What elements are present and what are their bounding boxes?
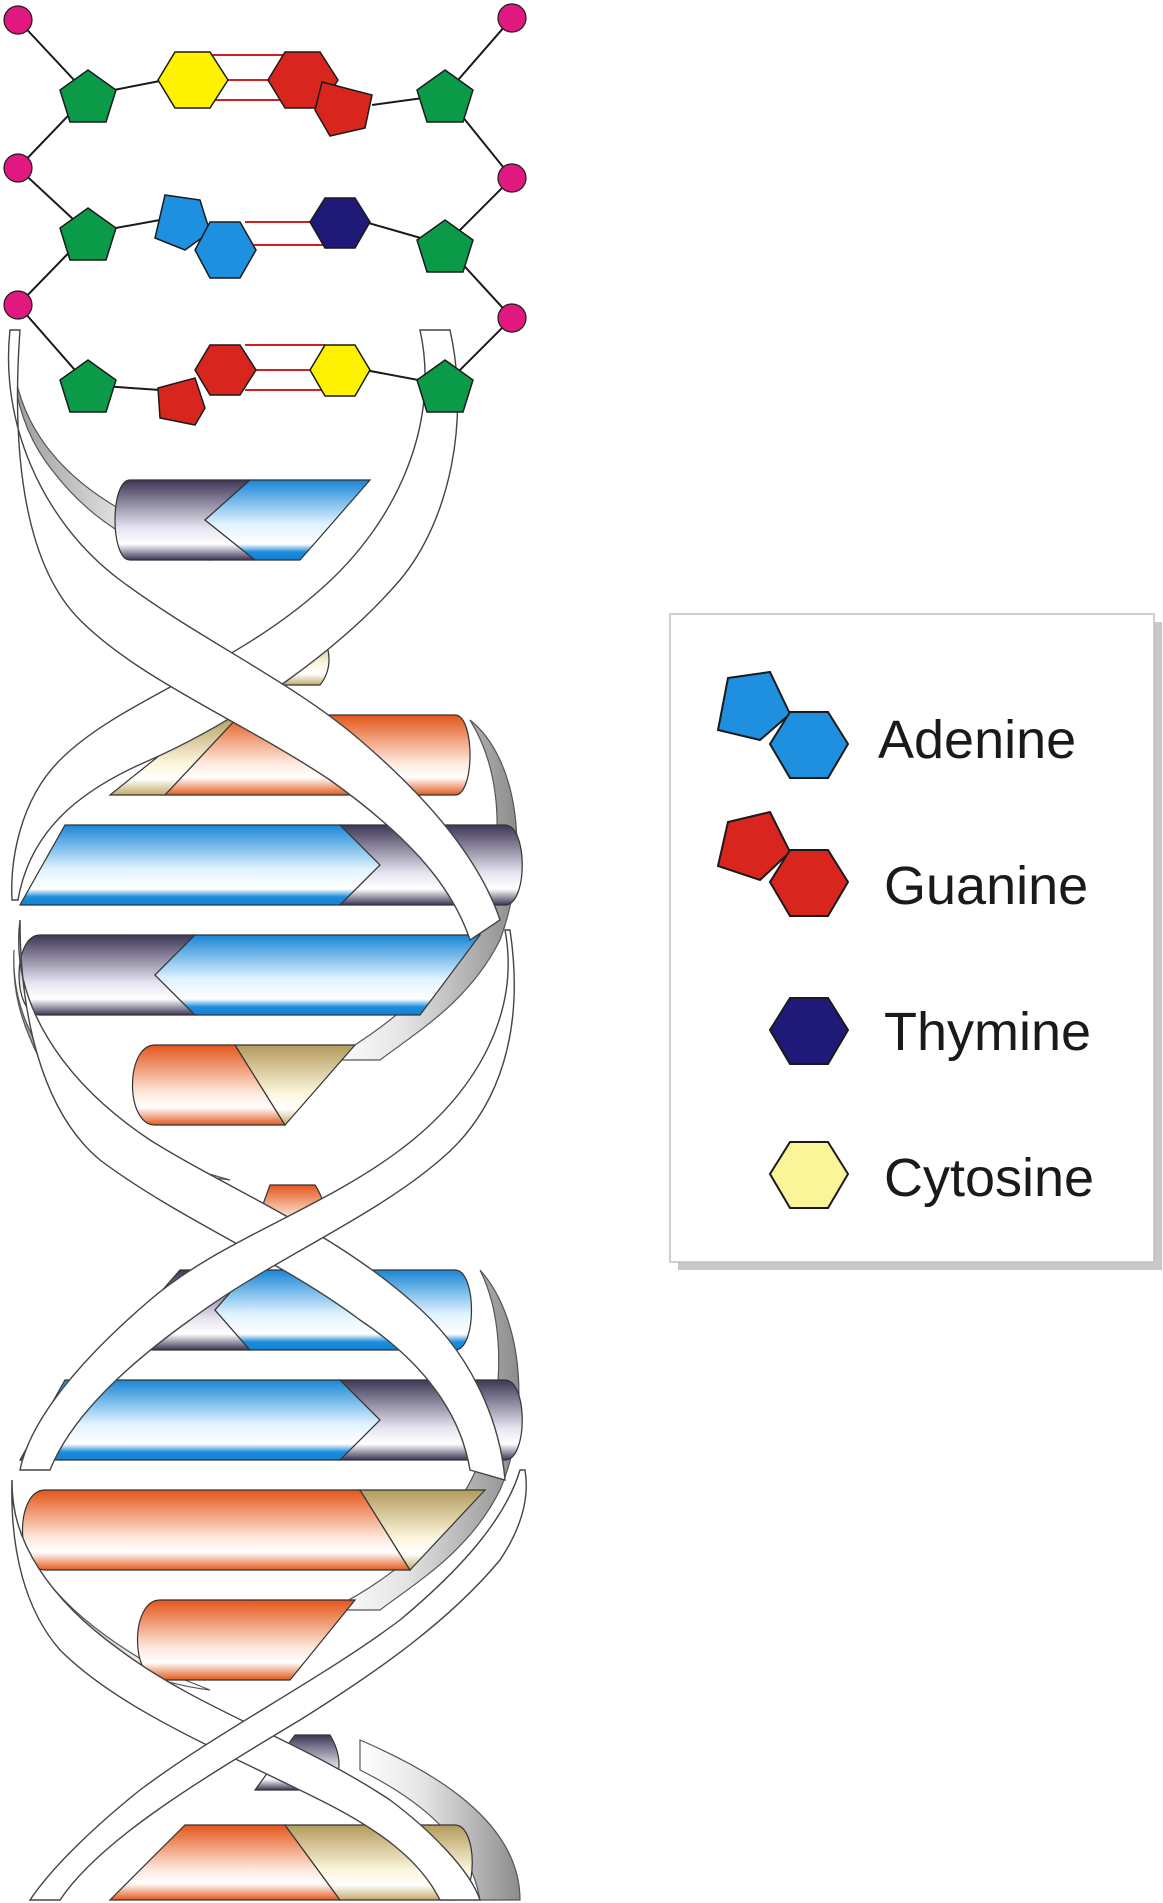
legend-label-guanine: Guanine — [884, 856, 1088, 916]
sugar-pentagon — [59, 207, 117, 261]
rung-6 — [131, 1044, 357, 1127]
sugar-pentagon — [59, 359, 117, 413]
base-pair-2 — [154, 194, 371, 279]
cytosine-hexagon — [309, 344, 371, 397]
rung-4-adenine — [18, 824, 381, 906]
phosphate-circle — [3, 290, 33, 320]
adenine-hexagon — [194, 221, 257, 279]
rung-5-adenine — [154, 934, 482, 1016]
back-ribbon-segment-6 — [359, 1739, 521, 1901]
rung-10 — [21, 1489, 487, 1571]
legend-label-adenine: Adenine — [878, 710, 1076, 770]
front-ribbon-segment-6 — [19, 929, 515, 1471]
nucleotide-detail — [3, 3, 527, 426]
phosphate-circle — [3, 5, 33, 35]
phosphate-circle — [497, 303, 527, 333]
front-ribbon-segment-3 — [11, 1479, 481, 1901]
guanine-pentagon — [157, 377, 206, 426]
rung-1-adenine — [204, 479, 372, 561]
right-backbone — [443, 17, 514, 386]
rung-6-cytosine — [233, 1044, 357, 1127]
rung-1 — [114, 479, 372, 561]
guanine-pentagon — [314, 81, 373, 137]
front-ribbon-segment-4 — [28, 1469, 527, 1901]
front-ribbon — [7, 329, 527, 1901]
phosphates — [3, 3, 527, 333]
base-pair-3 — [157, 344, 371, 426]
phosphate-circle — [3, 153, 33, 183]
adenine-pentagon — [154, 194, 211, 251]
sugar-pentagon — [59, 69, 117, 123]
guanine-icon — [716, 810, 850, 917]
base-pair-1 — [157, 51, 373, 137]
rung-11-guanine — [136, 1599, 357, 1681]
front-ribbon-segment-2 — [18, 919, 506, 1481]
thymine-icon — [768, 997, 850, 1065]
phosphate-circle — [497, 3, 527, 33]
sugar-pentagon — [416, 359, 474, 413]
adenine-icon — [716, 670, 850, 779]
cytosine-icon — [768, 1141, 850, 1209]
thymine-hexagon — [309, 197, 371, 249]
phosphate-circle — [497, 163, 527, 193]
front-ribbon-segment-1 — [11, 329, 459, 901]
rung-5 — [18, 934, 482, 1016]
sugar-pentagon — [416, 219, 474, 273]
left-backbone — [16, 19, 90, 386]
legend: Adenine Guanine Thymine Cytosine — [669, 613, 1162, 1270]
sugar-pentagon — [416, 69, 474, 123]
rung-10-cytosine — [358, 1489, 487, 1571]
guanine-hexagon — [194, 344, 257, 396]
legend-label-cytosine: Cytosine — [884, 1148, 1094, 1208]
legend-label-thymine: Thymine — [884, 1002, 1091, 1062]
front-ribbon-segment-5 — [7, 329, 501, 942]
cytosine-hexagon — [157, 51, 229, 109]
rung-10-guanine — [21, 1489, 412, 1571]
base-pair-rungs — [18, 479, 523, 1901]
sugars — [59, 69, 474, 413]
